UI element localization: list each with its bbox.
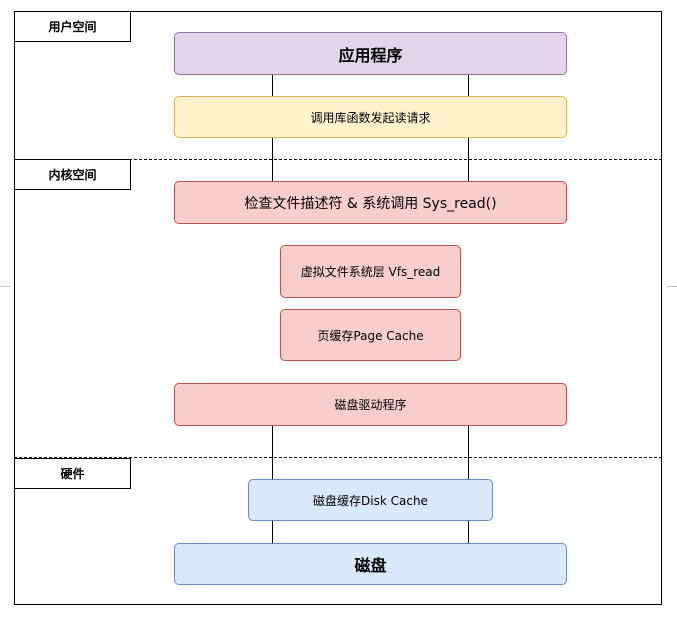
node-vfs: 虚拟文件系统层 Vfs_read <box>280 245 461 298</box>
node-library-call: 调用库函数发起读请求 <box>174 96 567 138</box>
layer-label-kernel-space: 内核空间 <box>14 159 131 190</box>
right-edge-stub <box>667 286 677 287</box>
divider-user-kernel <box>14 159 662 160</box>
node-disk: 磁盘 <box>174 543 567 585</box>
layer-label-user-space: 用户空间 <box>14 11 131 42</box>
divider-kernel-hardware <box>14 457 662 458</box>
node-disk-driver: 磁盘驱动程序 <box>174 383 567 426</box>
node-syscall: 检查文件描述符 & 系统调用 Sys_read() <box>174 181 567 224</box>
diagram-frame <box>14 11 662 605</box>
left-edge-stub <box>0 286 10 287</box>
layer-label-hardware: 硬件 <box>14 458 131 489</box>
node-disk-cache: 磁盘缓存Disk Cache <box>248 479 493 521</box>
node-application: 应用程序 <box>174 32 567 75</box>
node-page-cache: 页缓存Page Cache <box>280 309 461 361</box>
